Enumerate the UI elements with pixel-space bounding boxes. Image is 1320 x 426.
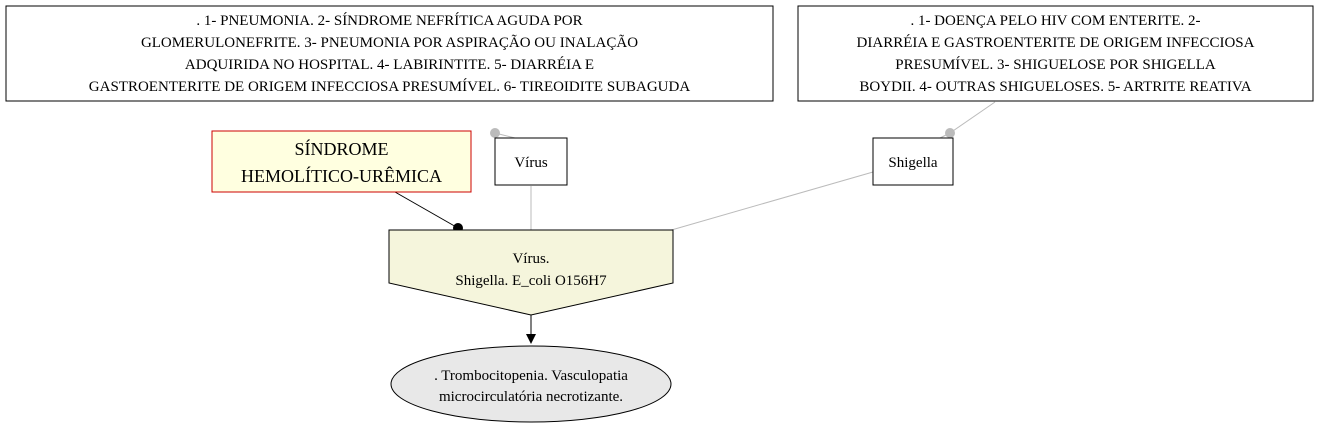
shigella-conditions-line-2: DIARRÉIA E GASTROENTERITE DE ORIGEM INFE… [857,34,1255,51]
edge-causes-outcome-arrowhead [526,334,536,344]
shigella-conditions-line-4: BOYDII. 4- OUTRAS SHIGUELOSES. 5- ARTRIT… [859,79,1251,95]
causes-node: Vírus. Shigella. E_coli O156H7 [388,229,674,316]
edge-syndrome-to-causes [394,191,459,229]
outcome-line-1: . Trombocitopenia. Vasculopatia [434,368,628,384]
edges [394,101,996,344]
virus-label: Vírus [514,155,547,171]
shigella-conditions-line-3: PRESUMÍVEL. 3- SHIGUELOSE POR SHIGELLA [895,56,1216,73]
shigella-label: Shigella [888,155,938,171]
edge-virus-conditions-dot [490,128,500,138]
virus-conditions-node: . 1- PNEUMONIA. 2- SÍNDROME NEFRÍTICA AG… [5,5,774,102]
shigella-node: Shigella [872,137,954,186]
virus-node: Vírus [494,137,568,186]
virus-conditions-line-1: . 1- PNEUMONIA. 2- SÍNDROME NEFRÍTICA AG… [196,12,582,29]
shigella-conditions-line-1: . 1- DOENÇA PELO HIV COM ENTERITE. 2- [910,13,1200,29]
shigella-conditions-node: . 1- DOENÇA PELO HIV COM ENTERITE. 2- DI… [797,5,1314,102]
causes-line-1: Vírus. [512,251,549,267]
causes-line-2: Shigella. E_coli O156H7 [455,273,607,289]
outcome-node: . Trombocitopenia. Vasculopatia microcir… [390,345,672,423]
edge-shigella-to-causes [667,171,874,232]
syndrome-line-2: HEMOLÍTICO-URÊMICA [241,165,442,186]
virus-conditions-line-2: GLOMERULONEFRITE. 3- PNEUMONIA POR ASPIR… [141,35,638,51]
virus-conditions-line-3: ADQUIRIDA NO HOSPITAL. 4- LABIRINTITE. 5… [185,56,594,73]
edge-shigella-conditions-dot [945,128,955,138]
outcome-line-2: microcirculatória necrotizante. [439,389,623,405]
virus-conditions-line-4: GASTROENTERITE DE ORIGEM INFECCIOSA PRES… [89,78,691,95]
syndrome-node: SÍNDROME HEMOLÍTICO-URÊMICA [211,130,472,193]
edge-shigella-conditions-line [949,101,996,134]
syndrome-line-1: SÍNDROME [294,138,388,159]
